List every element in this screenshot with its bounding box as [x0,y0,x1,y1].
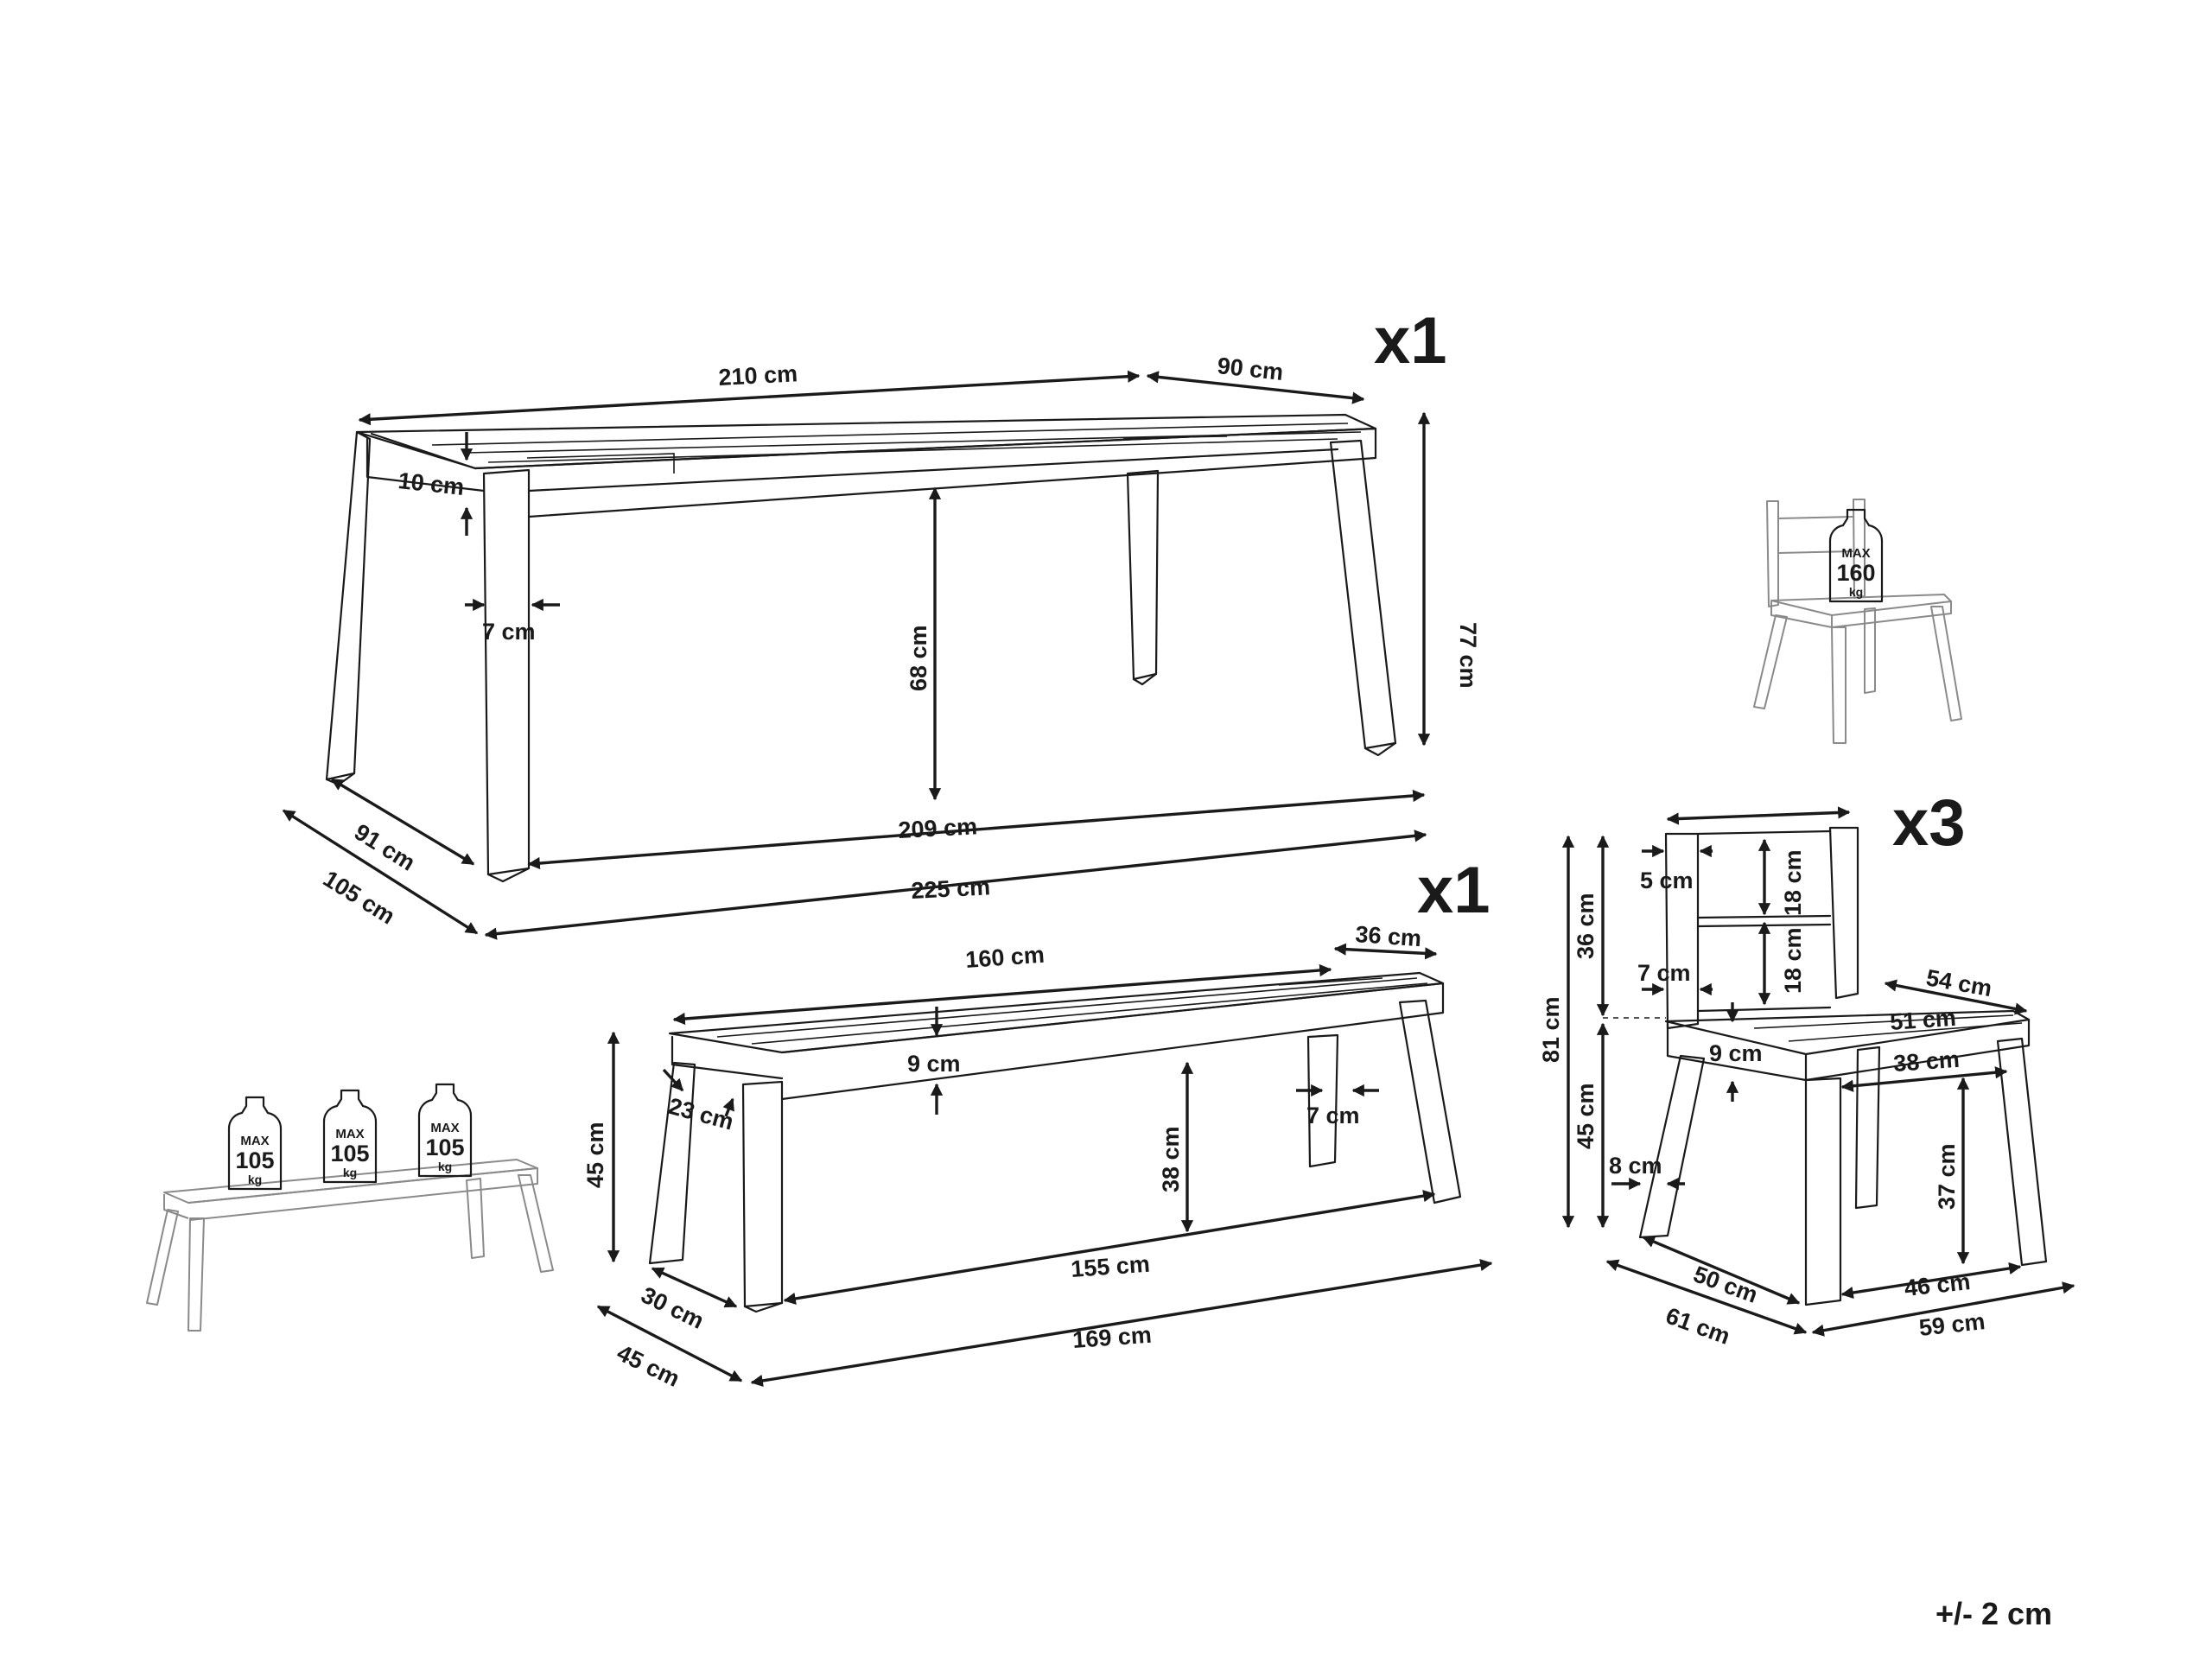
chair-load-illustration: MAX 160 kg [1753,499,1962,744]
weight-icon: MAX 160 kg [1828,508,1884,603]
table-inner-length-label: 209 cm [898,813,978,843]
table-leg-width-label: 7 cm [482,619,536,645]
weight-icon: MAX 105 kg [227,1096,283,1191]
table-top-length-label: 210 cm [718,360,798,391]
table-top-width-label: 90 cm [1216,353,1284,385]
svg-text:kg: kg [248,1173,262,1186]
svg-text:160: 160 [1836,560,1875,586]
svg-text:MAX: MAX [335,1127,364,1141]
table-apron-height-label: 10 cm [397,467,465,500]
svg-text:kg: kg [343,1166,357,1179]
chair-back-slat-1-label: 18 cm [1780,849,1806,916]
chair-inner-width-label: 38 cm [1892,1046,1960,1077]
svg-text:105: 105 [425,1135,464,1160]
bench-apron-height-label: 9 cm [907,1051,961,1077]
tolerance-note: +/- 2 cm [1936,1596,2052,1631]
bench-load-illustration: MAX 105 kg MAX 105 kg MAX 105 kg [146,1083,554,1332]
bench-outer-depth-label: 45 cm [613,1339,683,1392]
chair-seat-height-label: 45 cm [1573,1083,1599,1149]
bench-inner-length-label: 155 cm [1070,1251,1150,1282]
chair-drawing [1603,826,2048,1306]
weight-icon: MAX 105 kg [322,1089,378,1184]
svg-text:MAX: MAX [430,1121,459,1135]
chair-back-post-width-label: 7 cm [1637,960,1691,986]
svg-text:kg: kg [438,1160,452,1173]
chair-outer-depth-label: 61 cm [1662,1302,1733,1349]
svg-text:105: 105 [235,1147,274,1173]
bench-top-width-label: 36 cm [1355,921,1422,951]
chair-inner-depth-label: 50 cm [1690,1261,1761,1307]
table-labels: x1 210 cm 90 cm 10 cm 7 cm 68 cm 77 cm 9… [319,304,1481,930]
chair-back-gap-label: 5 cm [1640,868,1694,893]
chair-total-height-label: 81 cm [1538,996,1564,1063]
chair-inner-width-floor-label: 46 cm [1903,1268,1971,1301]
table-quantity: x1 [1374,304,1447,378]
bench-labels: x1 160 cm 36 cm 9 cm 23 cm 7 cm 38 cm 45… [582,854,1491,1392]
bench-total-height-label: 45 cm [582,1122,608,1188]
svg-text:kg: kg [1849,585,1863,599]
chair-labels: x3 5 cm 36 cm 81 cm 45 cm 18 cm 18 cm 7 … [1538,786,1994,1350]
chair-dimension-lines [1561,806,2075,1337]
svg-text:105: 105 [330,1141,369,1166]
chair-seat-depth-inner-label: 51 cm [1889,1005,1956,1035]
table-outer-length-label: 225 cm [911,874,991,904]
chair-quantity: x3 [1892,786,1966,860]
svg-text:MAX: MAX [1841,546,1870,561]
bench-leg-width-label: 7 cm [1306,1103,1360,1128]
chair-back-slat-2-label: 18 cm [1780,927,1806,994]
bench-clearance-height-label: 38 cm [1158,1126,1184,1192]
table-dimension-lines [282,370,1431,940]
bench-dimension-lines [596,943,1493,1388]
chair-apron-height-label: 9 cm [1709,1040,1763,1066]
chair-clearance-height-label: 37 cm [1934,1143,1960,1210]
bench-quantity: x1 [1417,854,1491,927]
bench-top-length-label: 160 cm [964,942,1045,973]
chair-leg-width-label: 8 cm [1609,1153,1662,1179]
table-inner-depth-label: 91 cm [350,819,420,876]
bench-outer-length-label: 169 cm [1071,1322,1152,1353]
bench-leg-depth-label: 23 cm [665,1093,736,1135]
weight-icon: MAX 105 kg [417,1083,473,1178]
table-drawing [325,413,1397,883]
table-total-height-label: 77 cm [1455,622,1481,689]
chair-back-height-label: 36 cm [1573,893,1599,959]
svg-text:MAX: MAX [240,1134,269,1148]
table-clearance-height-label: 68 cm [906,625,931,691]
chair-seat-depth-outer-label: 54 cm [1924,964,1994,1001]
bench-drawing [648,971,1462,1313]
